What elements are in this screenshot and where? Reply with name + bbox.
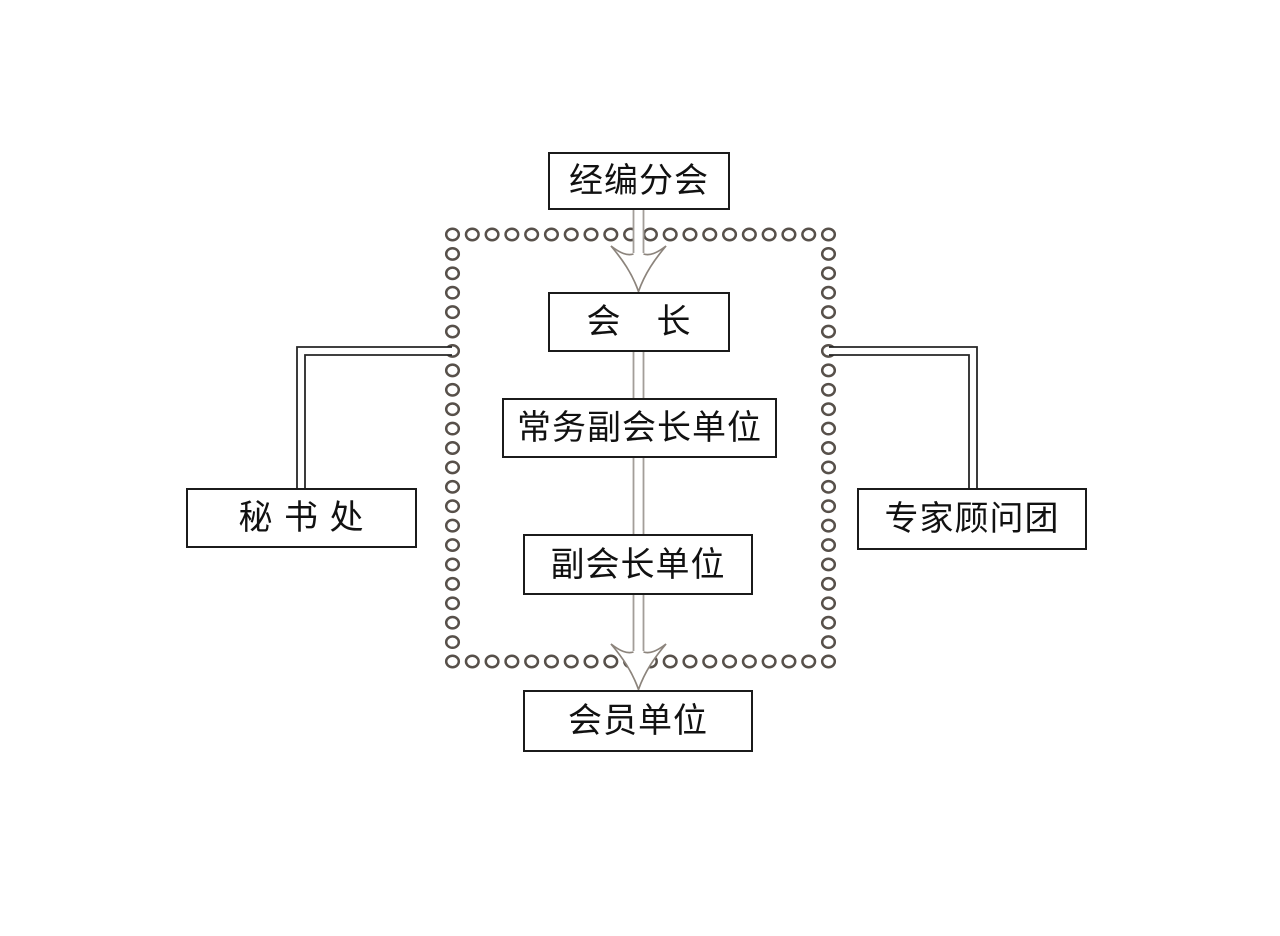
node-branch: 经编分会 <box>548 152 730 210</box>
down-arrow-icon-top <box>610 245 667 295</box>
node-expert-advisory: 专家顾问团 <box>857 488 1087 550</box>
node-secretariat: 秘 书 处 <box>186 488 417 548</box>
node-vp-unit: 副会长单位 <box>523 534 753 595</box>
dotted-boundary <box>444 227 837 669</box>
shaft-branch-president <box>632 210 645 255</box>
node-member-unit: 会员单位 <box>523 690 753 752</box>
down-arrow-icon-bottom <box>610 643 667 693</box>
node-executive-vp-unit: 常务副会长单位 <box>502 398 777 458</box>
elbow-connector-right <box>829 346 978 489</box>
shaft-president-member <box>632 352 645 652</box>
elbow-connector-left <box>296 346 452 489</box>
node-president: 会 长 <box>548 292 730 352</box>
